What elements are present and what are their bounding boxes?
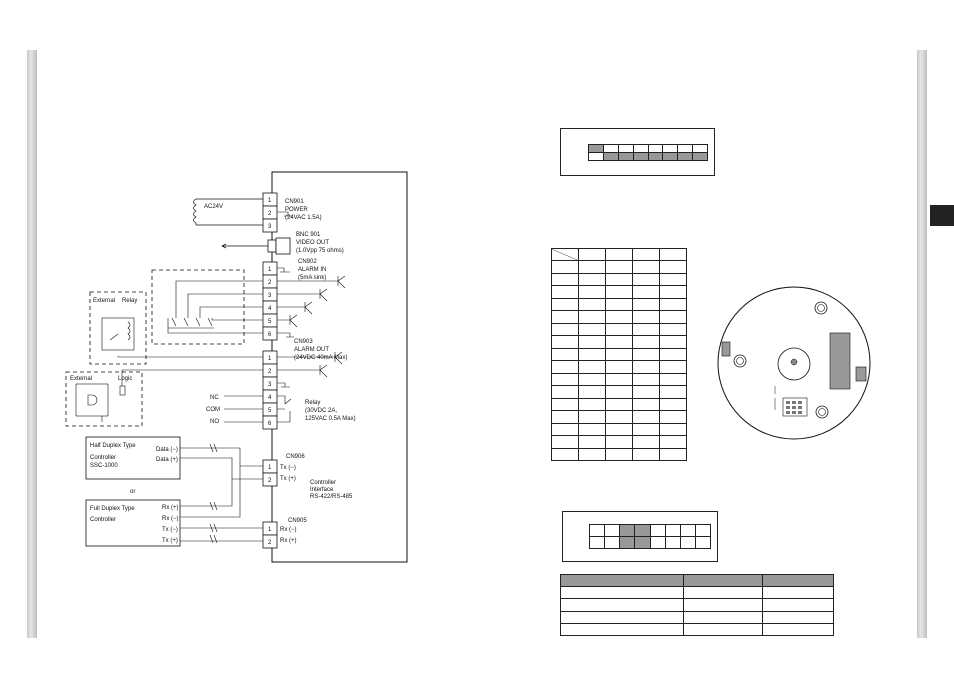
pin-label: 6: [268, 421, 272, 427]
interface-l3: RS-422/RS-485: [310, 494, 353, 500]
camera-board-illustration: [717, 286, 871, 440]
dip-switch-panel-top: [560, 128, 715, 176]
cn903-name: CN903: [294, 339, 313, 345]
pin-label: 1: [268, 527, 272, 533]
pin-label: 3: [268, 382, 272, 388]
relay-title: Relay: [305, 400, 320, 406]
interface-l2: Interface: [310, 487, 334, 493]
cn906-tx-minus: Tx (−): [280, 465, 296, 471]
pin-label: 1: [268, 356, 272, 362]
dip-switch-grid-bottom: [588, 524, 712, 549]
cn902-spec: (5mA sink): [298, 275, 326, 281]
cn905-rx-plus: Rx (+): [280, 538, 297, 544]
pin-label: 5: [268, 319, 272, 325]
pin-label: 2: [268, 280, 272, 286]
bnc-name: BNC 901: [296, 232, 321, 238]
external-logic-label-a: External: [70, 376, 92, 382]
external-relay-box: [89, 291, 147, 365]
pin-label: 2: [268, 369, 272, 375]
or-label: or: [130, 489, 135, 495]
left-margin-bar: [27, 50, 37, 638]
board-outline: [271, 171, 408, 563]
relay-com: COM: [206, 407, 220, 413]
pin-label: 2: [268, 211, 272, 217]
pin-label: 4: [268, 306, 272, 312]
half-duplex-l1: Controller: [90, 455, 116, 461]
full-duplex-rx-minus: Rx (−): [162, 516, 179, 522]
cn902-block: [262, 261, 278, 341]
bnc-spec: (1.0Vpp 75 ohms): [296, 248, 344, 254]
half-duplex-data-minus: Data (−): [156, 447, 178, 453]
cn901-title: POWER: [285, 207, 308, 213]
external-logic-label-b: Logic: [118, 376, 132, 382]
half-duplex-title: Half Duplex Type: [90, 443, 136, 449]
chapter-tab: [930, 205, 954, 226]
pin-label: 6: [268, 332, 272, 338]
cn905-block: [262, 521, 278, 549]
full-duplex-rx-plus: Rx (+): [162, 505, 179, 511]
cn901-name: CN901: [285, 199, 304, 205]
relay-nc: NC: [210, 395, 219, 401]
bnc-connector: [267, 239, 277, 253]
dip-switch-grid-top: [588, 144, 708, 161]
external-relay-label-b: Relay: [122, 298, 137, 304]
cn902-title: ALARM IN: [298, 267, 326, 273]
relay-spec1: (30VDC 2A,: [305, 408, 337, 414]
cn901-spec: (24VAC 1.5A): [285, 215, 322, 221]
pin-label: 1: [268, 267, 272, 273]
cn906-tx-plus: Tx (+): [280, 476, 296, 482]
pin-label: 1: [268, 465, 272, 471]
cn903-block: [262, 350, 278, 430]
half-duplex-l2: SSC-1000: [90, 463, 118, 469]
pin-label: 5: [268, 408, 272, 414]
half-duplex-controller: [85, 436, 181, 480]
cn906-block: [262, 459, 278, 487]
pin-label: 4: [268, 395, 272, 401]
bnc-title: VIDEO OUT: [296, 240, 329, 246]
relay-spec2: 125VAC 0.5A Max): [305, 416, 356, 422]
full-duplex-controller: [85, 499, 181, 547]
cn906-name: CN906: [286, 454, 305, 460]
pin-label: 1: [268, 198, 272, 204]
cn905-rx-minus: Rx (−): [280, 527, 297, 533]
pin-label: 3: [268, 293, 272, 299]
external-relay-label-a: External: [93, 298, 115, 304]
cn903-title: ALARM OUT: [294, 347, 329, 353]
cn903-spec: (24VDC 40mA Max): [294, 355, 347, 361]
full-duplex-tx-plus: Tx (+): [162, 538, 178, 544]
relay-no: NO: [210, 419, 219, 425]
pin-label: 3: [268, 224, 272, 230]
ac24v-label: AC24V: [204, 204, 223, 210]
cn901-block: [262, 192, 278, 233]
cn905-name: CN905: [288, 518, 307, 524]
setting-table: [560, 574, 834, 637]
full-duplex-title: Full Duplex Type: [90, 506, 135, 512]
external-logic-box: [65, 371, 143, 427]
full-duplex-l1: Controller: [90, 517, 116, 523]
pin-label: 2: [268, 540, 272, 546]
id-setting-table: [551, 247, 687, 461]
dip-switch-panel-bottom: [562, 511, 718, 562]
cn902-name: CN902: [298, 259, 317, 265]
half-duplex-data-plus: Data (+): [156, 457, 178, 463]
interface-l1: Controller: [310, 480, 336, 486]
right-margin-bar: [917, 50, 927, 638]
full-duplex-tx-minus: Tx (−): [162, 527, 178, 533]
pin-label: 2: [268, 478, 272, 484]
